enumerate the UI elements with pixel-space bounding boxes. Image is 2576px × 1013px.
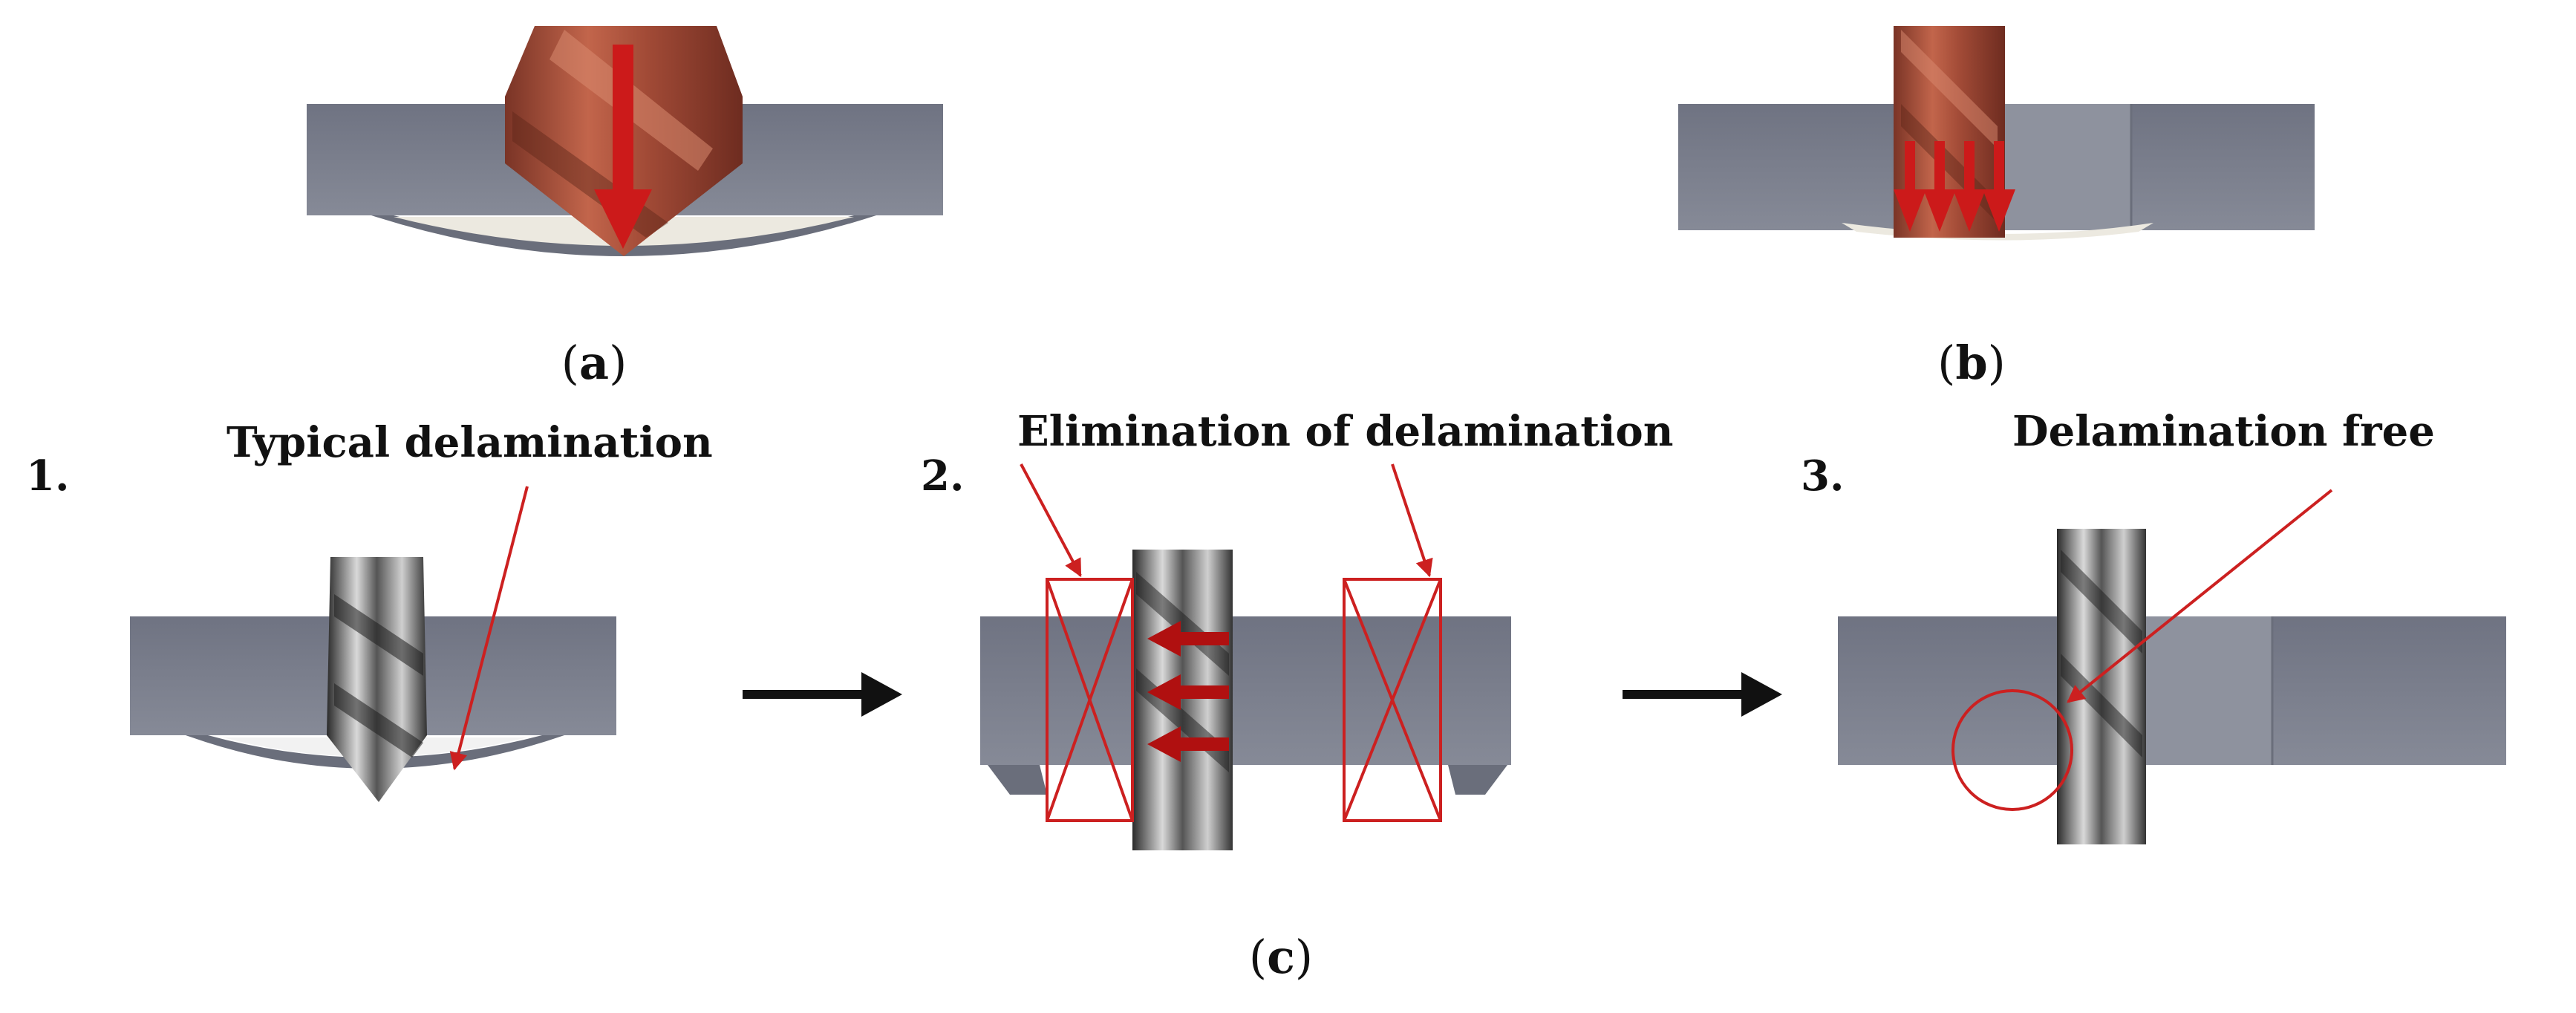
panel-a-feed-arrow-shaft bbox=[613, 45, 633, 193]
arrow-step-1-to-2-head bbox=[861, 672, 902, 717]
step-1-drill bbox=[327, 557, 427, 802]
step-2-workpiece bbox=[980, 616, 1511, 795]
step-1-label: Typical delamination bbox=[226, 418, 713, 467]
step-1: 1. Typical delamination bbox=[26, 418, 713, 802]
step-2-right-box bbox=[1343, 578, 1442, 822]
step-2-number: 2. bbox=[921, 452, 964, 501]
panel-a-caption: (a) bbox=[561, 336, 627, 390]
panel-b-letter: b bbox=[1955, 336, 1987, 390]
step-3-pointer bbox=[2067, 489, 2333, 703]
step-2-end-mill bbox=[1132, 550, 1233, 850]
step-2-lateral-arrows bbox=[1147, 621, 1229, 762]
step-2-pointer-left bbox=[1020, 463, 1082, 578]
panel-c-caption: (c) bbox=[1249, 930, 1313, 984]
step-2: 2. Elimination of delamination bbox=[921, 407, 1673, 850]
step-3: 3. Delamination free bbox=[1801, 407, 2506, 844]
step-1-number: 1. bbox=[26, 452, 69, 501]
step-3-workpiece bbox=[1838, 616, 2506, 765]
step-1-pointer bbox=[449, 486, 529, 771]
panel-b-caption: (b) bbox=[1937, 336, 2006, 390]
step-3-number: 3. bbox=[1801, 452, 1844, 501]
panel-c-letter: c bbox=[1267, 930, 1295, 984]
step-3-highlight-circle bbox=[1951, 689, 2073, 811]
panel-b: (b) bbox=[1678, 26, 2315, 390]
panel-a-letter: a bbox=[579, 336, 609, 390]
step-2-label: Elimination of delamination bbox=[1017, 407, 1673, 456]
panel-a-twist-drill bbox=[505, 26, 743, 256]
panel-c: 1. Typical delamination 2. Elimination o… bbox=[26, 407, 2506, 984]
arrow-step-2-to-3-head bbox=[1741, 672, 1782, 717]
step-3-label: Delamination free bbox=[2012, 407, 2435, 456]
step-2-left-box bbox=[1046, 578, 1134, 822]
panel-a-feed-arrow-head bbox=[594, 189, 652, 249]
step-2-pointer-right bbox=[1391, 463, 1433, 578]
step-3-end-mill bbox=[2057, 529, 2146, 844]
panel-a: (a) bbox=[307, 26, 943, 390]
panel-b-feed-arrows bbox=[1894, 141, 2015, 232]
